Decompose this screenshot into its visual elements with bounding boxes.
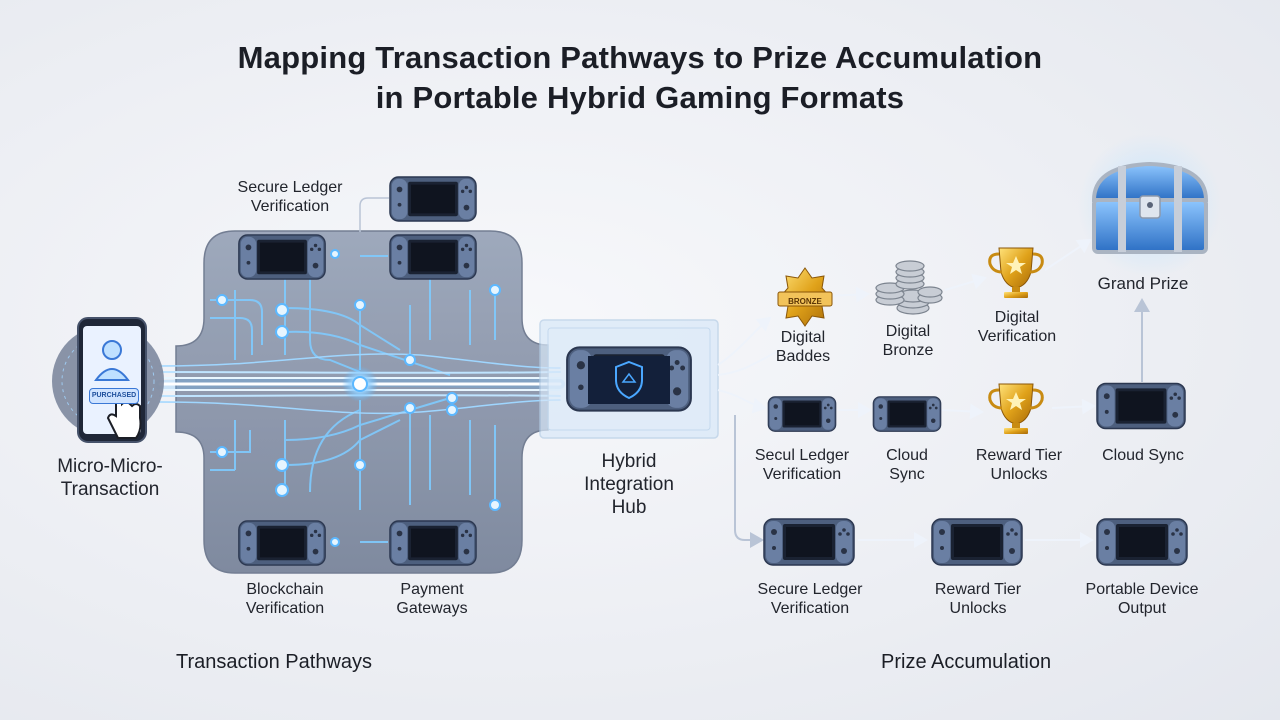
micro-transaction-label: Micro-Micro- Transaction xyxy=(57,456,163,500)
digital-badges-label: Digital Baddes xyxy=(775,329,831,365)
reward-tier-mid-label: Reward Tier Unlocks xyxy=(975,447,1063,483)
digital-bronze-label: Digital Bronze xyxy=(882,323,934,359)
secure-ledger-top-label: Secure Ledger Verification xyxy=(237,179,343,215)
handheld-console-icon xyxy=(389,176,477,222)
handheld-console-icon xyxy=(389,234,477,280)
blockchain-label: Blockchain Verification xyxy=(245,581,325,617)
handheld-console-icon xyxy=(238,520,326,566)
glow-nodes xyxy=(216,249,501,547)
hub-device xyxy=(539,319,719,439)
grand-prize-label: Grand Prize xyxy=(1097,274,1189,293)
handheld-console-icon xyxy=(389,520,477,566)
transaction-panel xyxy=(175,230,549,574)
treasure-chest-icon xyxy=(1078,133,1222,277)
section-transaction-pathways: Transaction Pathways xyxy=(176,651,373,673)
handheld-console-icon xyxy=(767,396,837,432)
digital-verification-label: Digital Verification xyxy=(977,309,1057,345)
portable-output-label: Portable Device Output xyxy=(1085,581,1199,617)
secure-ledger-bottom-label: Secure Ledger Verification xyxy=(757,581,863,617)
handheld-console-icon xyxy=(931,518,1023,566)
payment-gateways-label: Payment Gateways xyxy=(396,581,468,617)
cloud-sync-mid-label: Cloud Sync xyxy=(886,447,928,483)
cloud-sync-right-label: Cloud Sync xyxy=(1102,447,1184,464)
title-line-2: in Portable Hybrid Gaming Formats xyxy=(375,80,905,115)
handheld-console-icon xyxy=(238,234,326,280)
hub-label: Hybrid Integration Hub xyxy=(584,451,674,518)
purchased-badge: PURCHASED xyxy=(89,388,139,404)
smartphone-icon xyxy=(52,317,164,443)
handheld-console-icon xyxy=(1096,382,1186,430)
badge-label: BRONZE xyxy=(788,297,822,306)
title-line-1: Mapping Transaction Pathways to Prize Ac… xyxy=(237,40,1043,75)
coin-stack-icon xyxy=(875,260,943,315)
circuit-lines xyxy=(210,255,496,543)
trophy-icon xyxy=(988,247,1044,298)
secul-ledger-label: Secul Ledger Verification xyxy=(754,447,850,483)
shield-icon xyxy=(615,360,643,400)
handheld-console-icon xyxy=(1096,518,1188,566)
reward-tier-bottom-label: Reward Tier Unlocks xyxy=(934,581,1022,617)
trophy-icon xyxy=(988,383,1044,434)
handheld-console-icon xyxy=(872,396,942,432)
handheld-console-icon xyxy=(763,518,855,566)
bronze-badge-icon xyxy=(777,267,833,327)
section-prize-accumulation: Prize Accumulation xyxy=(881,651,1052,673)
